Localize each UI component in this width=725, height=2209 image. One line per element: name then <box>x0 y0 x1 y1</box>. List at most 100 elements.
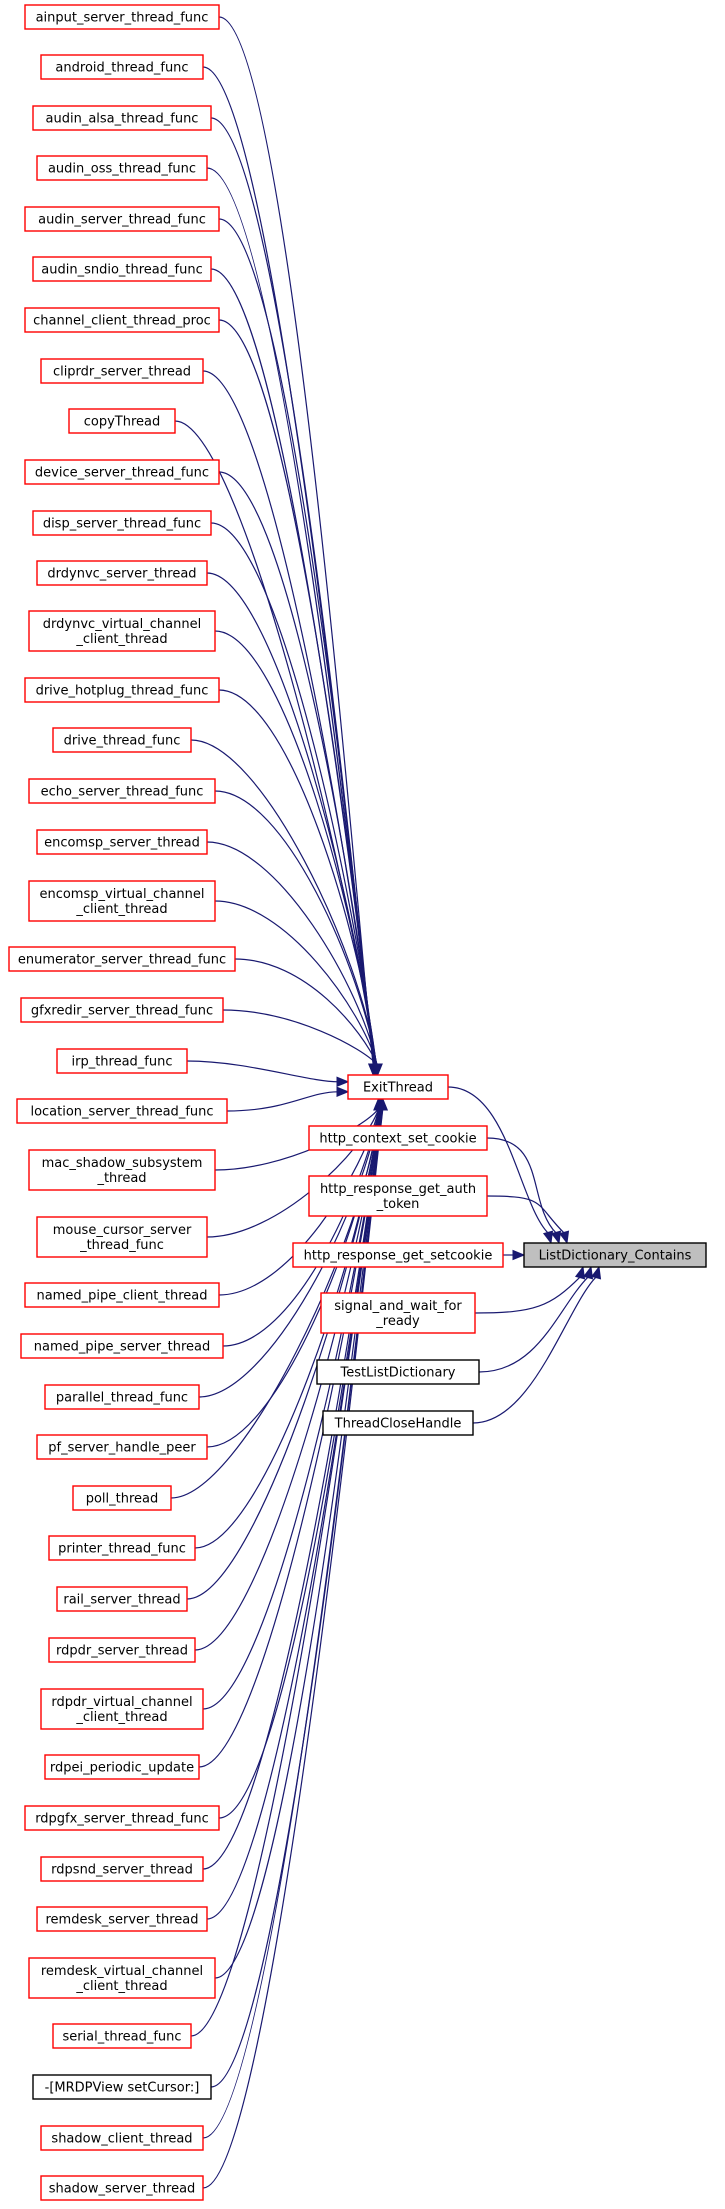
node-drive-thread-func[interactable]: drive_thread_func <box>52 727 192 753</box>
node-exitthread[interactable]: ExitThread <box>347 1074 449 1100</box>
node-parallel-thread-func[interactable]: parallel_thread_func <box>44 1384 200 1410</box>
node-threadclosehandle[interactable]: ThreadCloseHandle <box>322 1410 474 1436</box>
node-shadow-client-thread[interactable]: shadow_client_thread <box>40 2125 204 2151</box>
node-box <box>24 307 220 333</box>
node-label: printer_thread_func <box>58 1542 186 1557</box>
node-echo-server-thread-func[interactable]: echo_server_thread_func <box>28 778 216 804</box>
node-mouse-cursor-server-thread-func[interactable]: mouse_cursor_server_thread_func <box>36 1216 208 1258</box>
edge-line <box>222 1009 379 1066</box>
node-encomsp-virtual-channel-client-thread[interactable]: encomsp_virtual_channel_client_thread <box>28 880 216 922</box>
edge-gfxredir-server-thread-func <box>222 1009 383 1077</box>
node-box <box>40 358 204 384</box>
node-mrdpview-setcursor[interactable]: -[MRDPView setCursor:] <box>32 2074 212 2100</box>
edge-line <box>170 1108 381 1499</box>
node-cliprdr-server-thread[interactable]: cliprdr_server_thread <box>40 358 204 384</box>
node-box <box>316 1359 480 1385</box>
node-label: rail_server_thread <box>63 1593 180 1608</box>
nodes-layer: ainput_server_thread_func android_thread_… <box>8 4 707 2201</box>
node-label: rdpdr_virtual_channel <box>51 1695 192 1710</box>
node-audin-server-thread-func[interactable]: audin_server_thread_func <box>24 206 220 232</box>
node-named-pipe-client-thread[interactable]: named_pipe_client_thread <box>24 1282 220 1308</box>
node-channel-client-thread-proc[interactable]: channel_client_thread_proc <box>24 307 220 333</box>
node-enumerator-server-thread-func[interactable]: enumerator_server_thread_func <box>8 946 236 972</box>
node-label: android_thread_func <box>55 61 188 76</box>
edge-line <box>478 1276 589 1373</box>
node-printer-thread-func[interactable]: printer_thread_func <box>48 1535 196 1561</box>
node-rdpdr-server-thread[interactable]: rdpdr_server_thread <box>48 1637 196 1663</box>
node-serial-thread-func[interactable]: serial_thread_func <box>52 2023 192 2049</box>
node-label: mouse_cursor_server <box>53 1223 192 1238</box>
node-android-thread-func[interactable]: android_thread_func <box>40 54 204 80</box>
node-testlistdictionary[interactable]: TestListDictionary <box>316 1359 480 1385</box>
node-box <box>322 1410 474 1436</box>
node-poll-thread[interactable]: poll_thread <box>72 1485 172 1511</box>
node-copythread[interactable]: copyThread <box>68 408 176 434</box>
node-location-server-thread-func[interactable]: location_server_thread_func <box>16 1098 228 1124</box>
node-rdpdr-virtual-channel-client-thread[interactable]: rdpdr_virtual_channel_client_thread <box>40 1688 204 1730</box>
node-label: gfxredir_server_thread_func <box>31 1004 213 1019</box>
edge-line <box>214 900 378 1066</box>
node-label: shadow_server_thread <box>49 2182 196 2197</box>
edge-line <box>447 1086 549 1234</box>
edge-line <box>214 790 378 1066</box>
node-box <box>24 677 220 703</box>
node-label: _thread <box>96 1171 146 1186</box>
edge-line <box>206 167 375 1066</box>
node-label: _client_thread <box>75 1979 167 1994</box>
node-rdpgfx-server-thread-func[interactable]: rdpgfx_server_thread_func <box>24 1805 220 1831</box>
node-box <box>36 1906 208 1932</box>
node-http-response-get-auth-token[interactable]: http_response_get_auth_token <box>308 1175 488 1217</box>
node-label: serial_thread_func <box>62 2030 181 2045</box>
edge-threadclosehandle-to-root <box>472 1265 602 1424</box>
node-drdynvc-virtual-channel-client-thread[interactable]: drdynvc_virtual_channel_client_thread <box>28 610 216 652</box>
node-drdynvc-server-thread[interactable]: drdynvc_server_thread <box>36 560 208 586</box>
node-box <box>32 105 212 131</box>
node-http-response-get-setcookie[interactable]: http_response_get_setcookie <box>292 1242 504 1268</box>
node-box <box>24 206 220 232</box>
node-pf-server-handle-peer[interactable]: pf_server_handle_peer <box>36 1434 208 1460</box>
node-label: disp_server_thread_func <box>43 517 201 532</box>
node-rdpei-periodic-update[interactable]: rdpei_periodic_update <box>44 1754 200 1780</box>
node-mac-shadow-subsystem-thread[interactable]: mac_shadow_subsystem_thread <box>28 1149 216 1191</box>
node-rail-server-thread[interactable]: rail_server_thread <box>56 1586 188 1612</box>
node-label: _thread_func <box>79 1238 164 1253</box>
node-audin-alsa-thread-func[interactable]: audin_alsa_thread_func <box>32 105 212 131</box>
node-http-context-set-cookie[interactable]: http_context_set_cookie <box>308 1125 488 1151</box>
node-box <box>40 1688 204 1730</box>
node-audin-oss-thread-func[interactable]: audin_oss_thread_func <box>36 155 208 181</box>
node-label: parallel_thread_func <box>56 1391 188 1406</box>
node-box <box>72 1485 172 1511</box>
node-disp-server-thread-func[interactable]: disp_server_thread_func <box>32 510 212 536</box>
node-gfxredir-server-thread-func[interactable]: gfxredir_server_thread_func <box>20 997 224 1023</box>
node-label: remdesk_virtual_channel <box>41 1964 203 1979</box>
node-remdesk-server-thread[interactable]: remdesk_server_thread <box>36 1906 208 1932</box>
node-audin-sndio-thread-func[interactable]: audin_sndio_thread_func <box>32 256 212 282</box>
node-label: audin_oss_thread_func <box>48 162 196 177</box>
node-box <box>28 880 216 922</box>
node-box <box>40 1856 204 1882</box>
edge-line <box>202 1108 382 1870</box>
node-label: location_server_thread_func <box>30 1105 213 1120</box>
edge-line <box>218 689 377 1066</box>
node-label: _client_thread <box>75 1710 167 1725</box>
arrowhead <box>582 1265 594 1280</box>
node-ainput-server-thread-func[interactable]: ainput_server_thread_func <box>24 4 220 30</box>
node-remdesk-virtual-channel-client-thread[interactable]: remdesk_virtual_channel_client_thread <box>28 1957 216 1999</box>
node-rdpsnd-server-thread[interactable]: rdpsnd_server_thread <box>40 1856 204 1882</box>
node-label: cliprdr_server_thread <box>53 365 191 380</box>
node-shadow-server-thread[interactable]: shadow_server_thread <box>40 2175 204 2201</box>
edge-line <box>486 1137 557 1234</box>
node-drive-hotplug-thread-func[interactable]: drive_hotplug_thread_func <box>24 677 220 703</box>
node-encomsp-server-thread[interactable]: encomsp_server_thread <box>36 829 208 855</box>
node-label: _client_thread <box>75 632 167 647</box>
node-named-pipe-server-thread[interactable]: named_pipe_server_thread <box>20 1333 224 1359</box>
node-irp-thread-func[interactable]: irp_thread_func <box>56 1048 188 1074</box>
arrowhead <box>550 1230 562 1245</box>
node-device-server-thread-func[interactable]: device_server_thread_func <box>24 459 220 485</box>
node-listdictionary-contains[interactable]: ListDictionary_Contains <box>523 1242 707 1268</box>
edge-signal-and-wait-for-ready-to-root <box>474 1265 586 1314</box>
edge-line <box>198 1108 380 1398</box>
node-label: _client_thread <box>75 902 167 917</box>
node-signal-and-wait-for-ready[interactable]: signal_and_wait_for_ready <box>320 1292 476 1334</box>
node-label: enumerator_server_thread_func <box>18 953 226 968</box>
